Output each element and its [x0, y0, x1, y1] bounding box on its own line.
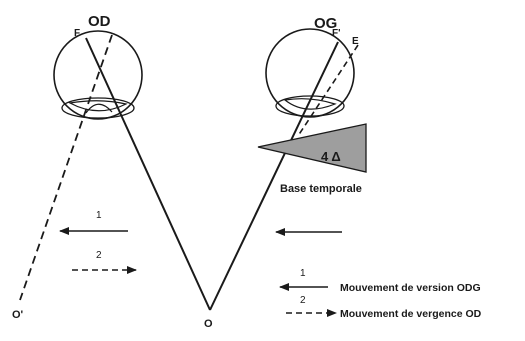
left-arrow-2-number: 2	[96, 250, 102, 261]
left-eye-prism-axis	[297, 44, 359, 137]
left-eyeball	[265, 28, 355, 118]
right-eye-deviated-axis	[19, 34, 113, 301]
legend-1-number: 1	[300, 268, 306, 279]
right-eye-crease	[85, 103, 113, 114]
right-eye-lens	[61, 97, 135, 119]
left-eye-visual-axis	[209, 41, 339, 311]
image-point-label: O'	[12, 309, 24, 321]
left-eye-lid	[283, 98, 337, 110]
left-fovea-label: F'	[332, 28, 341, 39]
prism-base-label: Base temporale	[280, 183, 362, 195]
right-eye-label: OD	[88, 13, 111, 30]
fixation-point-label: O	[204, 318, 213, 330]
prism-triangle	[257, 123, 367, 173]
legend-2-number: 2	[300, 295, 306, 306]
right-eye	[53, 30, 143, 120]
right-eye-visual-axis	[85, 37, 211, 311]
left-arrow-1-number: 1	[96, 210, 102, 221]
left-eye-label: OG	[314, 15, 337, 32]
legend-vergence-label: Mouvement de vergence OD	[340, 308, 482, 320]
right-fovea-label: F	[74, 28, 80, 39]
prism-value: 4 Δ	[321, 149, 341, 164]
left-eye	[265, 28, 355, 118]
left-point-label: E	[352, 36, 359, 47]
right-eyeball	[53, 30, 143, 120]
legend-version-label: Mouvement de version ODG	[340, 282, 481, 294]
left-eye-lens	[275, 95, 345, 117]
